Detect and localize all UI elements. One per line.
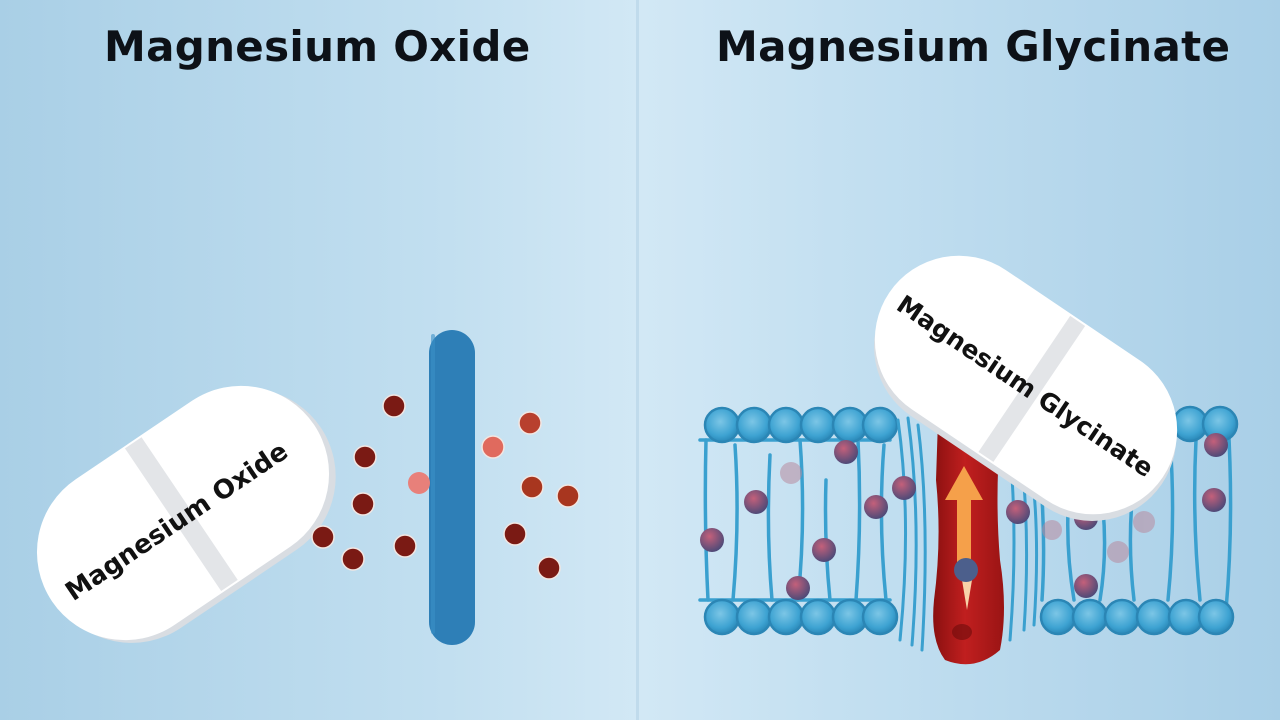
cell-membrane-right [1038,405,1239,636]
magnesium-particles-faded [780,462,1155,563]
magnesium-glycinate-title: Magnesium Glycinate [716,22,1231,71]
transport-arrow-icon [945,466,983,610]
magnesium-glycinate-panel: Magnesium Glycinate [640,0,1280,720]
magnesium-oxide-panel: Magnesium Oxide Magnesium Oxide [36,22,580,645]
magnesium-particle-crossing [408,472,430,494]
magnesium-oxide-illustration: Magnesium Oxide [36,330,580,645]
panel-divider [636,0,639,720]
cell-membrane-left [698,406,899,636]
magnesium-oxide-pill: Magnesium Oxide [36,385,336,643]
pill-score-line [124,437,238,592]
magnesium-oxide-title: Magnesium Oxide [104,22,531,71]
membrane-barrier [429,330,475,645]
magnesium-glycinate-illustration: Magnesium Glycinate [698,255,1239,665]
pill-score-line [978,315,1086,462]
magnesium-particles-blocked [311,394,417,571]
magnesium-particles-passed [481,411,580,580]
